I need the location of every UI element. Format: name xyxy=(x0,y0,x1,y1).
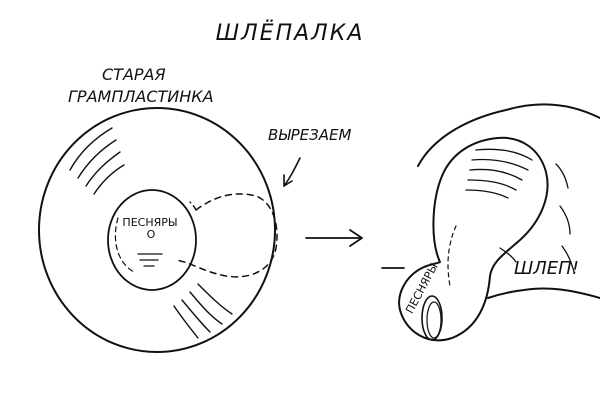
hanging-ring-inner xyxy=(426,301,442,339)
vinyl-record: ПЕСНЯРЫ О xyxy=(38,107,278,353)
transform-arrow xyxy=(305,229,363,247)
caption-old-record-line1: СТАРАЯ xyxy=(102,65,166,84)
slap-text: ШЛЕП! xyxy=(514,258,579,279)
caption-old-record-line2: ГРАМПЛАСТИНКА xyxy=(68,87,214,106)
title-text: ШЛЁПАЛКА xyxy=(216,20,365,46)
cut-line-dashed xyxy=(175,193,278,278)
cut-line-dashed-left xyxy=(189,201,197,211)
record-grooves xyxy=(69,127,233,339)
slapper-flap xyxy=(417,103,600,167)
slapper-grooves xyxy=(465,148,575,273)
label-scribble xyxy=(137,253,163,267)
slapper: ПЕСНЯРЫ ШЛЕП! xyxy=(381,103,600,342)
caption-cut-out: ВЫРЕЗАЕМ xyxy=(268,126,351,144)
slapper-handle xyxy=(398,136,549,342)
record-label-hole: О xyxy=(147,228,156,241)
slapper-flap-lower xyxy=(487,287,600,299)
label-inner-dashed xyxy=(114,217,135,273)
handle-label-text: ПЕСНЯРЫ xyxy=(403,261,440,316)
handle-dashed-line xyxy=(447,225,457,287)
record-center-label xyxy=(107,189,197,291)
record-label-text: ПЕСНЯРЫ xyxy=(122,216,177,229)
cut-out-arrow xyxy=(283,157,301,187)
record-outer-edge xyxy=(38,107,276,353)
hanging-ring xyxy=(421,295,443,341)
